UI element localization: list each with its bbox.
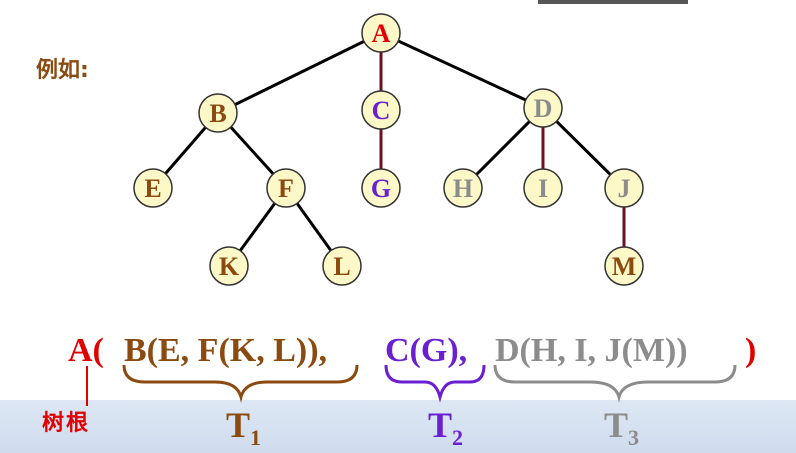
tree-node-h: H xyxy=(443,168,483,208)
expr-subtree-c: C(G), xyxy=(385,332,467,369)
subtree-t1-index: 1 xyxy=(250,425,261,450)
tree-node-label: B xyxy=(209,99,226,128)
tree-node-m: M xyxy=(604,246,644,286)
tree-node-circle xyxy=(361,13,401,53)
expr-subtree-d: D(H, I, J(M)) xyxy=(495,332,688,369)
footer-band xyxy=(0,400,796,453)
expr-subtree-b: B(E, F(K, L)), xyxy=(124,332,327,369)
tree-node-circle xyxy=(523,88,563,128)
subtree-t1-letter: T xyxy=(226,405,250,445)
tree-node-circle xyxy=(266,168,306,208)
brace-t1 xyxy=(122,364,359,403)
tree-node-a: A xyxy=(361,13,401,53)
tree-node-k: K xyxy=(209,246,249,286)
expr-root-close: ) xyxy=(745,332,756,369)
tree-node-f: F xyxy=(266,168,306,208)
root-label: 树根 xyxy=(42,411,91,436)
example-label: 例如: xyxy=(36,58,89,83)
tree-edge-a-b xyxy=(217,31,382,115)
subtree-t3-letter: T xyxy=(604,405,628,445)
tree-node-circle xyxy=(198,93,238,133)
tree-node-circle xyxy=(604,246,644,286)
expr-root-open: A( xyxy=(68,332,104,369)
tree-node-label: D xyxy=(534,94,553,123)
tree-node-label: E xyxy=(144,174,161,203)
tree-node-circle xyxy=(361,168,401,208)
subtree-label-t1: T1 xyxy=(226,405,261,450)
tree-node-circle xyxy=(133,168,173,208)
tree-edge-a-d xyxy=(380,31,544,110)
tree-node-label: J xyxy=(618,174,631,203)
subtree-t2-letter: T xyxy=(428,405,452,445)
subtree-t2-index: 2 xyxy=(452,425,463,450)
tree-node-j: J xyxy=(604,168,644,208)
tree-node-circle xyxy=(443,168,483,208)
tree-node-label: A xyxy=(372,19,391,48)
tree-node-circle xyxy=(209,246,249,286)
tree-node-g: G xyxy=(361,168,401,208)
tree-node-circle xyxy=(523,168,563,208)
tree-node-d: D xyxy=(523,88,563,128)
tree-node-label: C xyxy=(372,96,391,125)
tree-node-label: H xyxy=(453,174,473,203)
brace-t3 xyxy=(493,364,737,403)
tree-node-label: K xyxy=(219,252,240,281)
tree-node-e: E xyxy=(133,168,173,208)
subtree-label-t2: T2 xyxy=(428,405,463,450)
tree-node-b: B xyxy=(198,93,238,133)
tree-node-label: M xyxy=(612,252,637,281)
tree-node-c: C xyxy=(361,90,401,130)
tree-nodes: A B C D E F G H I J K L M xyxy=(133,13,644,286)
tree-node-label: G xyxy=(371,174,391,203)
tree-edges xyxy=(151,31,626,267)
tree-node-circle xyxy=(361,90,401,130)
brace-t2 xyxy=(384,364,486,403)
tree-node-label: F xyxy=(278,174,294,203)
subtree-label-t3: T3 xyxy=(604,405,639,450)
tree-node-i: I xyxy=(523,168,563,208)
tree-node-l: L xyxy=(322,246,362,286)
top-edge-bar xyxy=(538,0,688,4)
tree-node-label: I xyxy=(538,174,548,203)
tree-node-label: L xyxy=(333,252,350,281)
tree-node-circle xyxy=(604,168,644,208)
tree-node-circle xyxy=(322,246,362,286)
subtree-t3-index: 3 xyxy=(628,425,639,450)
